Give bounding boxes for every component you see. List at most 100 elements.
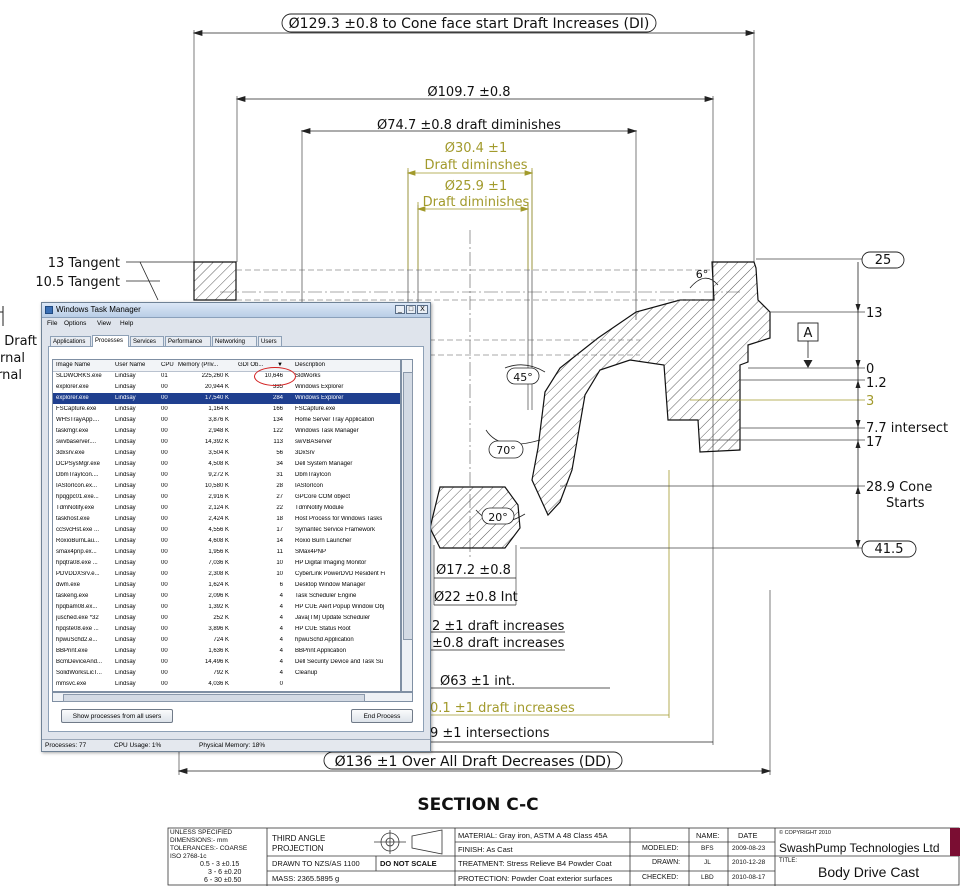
cell-image-name: hpqtra08.exe ... (56, 560, 98, 566)
column-image-name[interactable]: Image Name (56, 362, 91, 368)
status-bar: Processes: 77 CPU Usage: 1% Physical Mem… (42, 739, 430, 751)
menu-file[interactable]: File (47, 320, 58, 327)
column-gdi-objects[interactable]: GDI Ob... (238, 362, 264, 368)
menu-view[interactable]: View (97, 320, 111, 327)
column-cpu[interactable]: CPU (161, 362, 174, 368)
close-button[interactable]: X (417, 305, 428, 314)
cell-description: Dell Security Device and Task Su (295, 659, 384, 665)
column-description[interactable]: Description (295, 362, 326, 368)
cell-gdi-objects: 27 (276, 494, 283, 500)
cell-cpu: 00 (161, 637, 168, 643)
cell-description: swVBAServer (295, 439, 333, 445)
tab-processes[interactable]: Processes (92, 335, 129, 347)
tb-title: Body Drive Cast (818, 864, 920, 880)
show-all-processes-button[interactable]: Show processes from all users (61, 709, 173, 723)
cell-description: Host Process for Windows Tasks (295, 516, 383, 522)
cell-description: Roxio Burn Launcher (295, 538, 352, 544)
cell-gdi-objects: 31 (276, 472, 283, 478)
vertical-scrollbar[interactable] (401, 359, 413, 692)
cell-image-name: hpwuSchd2.e... (56, 637, 98, 643)
cell-user-name: Lindsay (115, 571, 136, 577)
cell-user-name: Lindsay (115, 505, 136, 511)
title-block-grid (167, 827, 960, 886)
end-process-button[interactable]: End Process (351, 709, 413, 723)
cell-gdi-objects: 4 (279, 593, 283, 599)
cell-cpu: 00 (161, 615, 168, 621)
tab-applications[interactable]: Applications (50, 336, 91, 346)
cell-image-name: FSCapture.exe (56, 406, 97, 412)
cell-user-name: Lindsay (115, 417, 136, 423)
tb-drawn-name: JL (704, 859, 711, 866)
cell-gdi-objects: 122 (272, 428, 283, 434)
cell-image-name: 3dxsrv.exe (56, 450, 85, 456)
cell-image-name: IAStorIcon.ex... (56, 483, 98, 489)
cell-cpu: 00 (161, 571, 168, 577)
cell-user-name: Lindsay (115, 549, 136, 555)
cell-user-name: Lindsay (115, 395, 136, 401)
process-list[interactable]: Image Name User Name CPU Memory (Priv...… (52, 359, 401, 692)
title-bar[interactable]: Windows Task Manager _ □ X (42, 303, 430, 318)
column-memory[interactable]: Memory (Priv... (178, 362, 219, 368)
cell-gdi-objects: 4 (279, 670, 283, 676)
dim-partial-c: 0.1 ±1 draft increases (430, 701, 575, 716)
maximize-button[interactable]: □ (406, 305, 416, 314)
right-dim-0: 0 (866, 362, 874, 377)
horizontal-scrollbar[interactable] (52, 692, 413, 702)
tab-performance[interactable]: Performance (165, 336, 211, 346)
dim-30: Ø30.4 ±1 (445, 141, 507, 156)
task-manager-window[interactable]: Windows Task Manager _ □ X File Options … (41, 302, 431, 752)
menu-options[interactable]: Options (64, 320, 87, 327)
minimize-button[interactable]: _ (395, 305, 405, 314)
foot-section (429, 486, 521, 549)
cell-memory: 1,636 K (208, 648, 229, 654)
column-user-name[interactable]: User Name (115, 362, 146, 368)
tb-finish: FINISH: As Cast (458, 845, 513, 854)
tab-users[interactable]: Users (258, 336, 282, 346)
dim-129: Ø129.3 ±0.8 to Cone face start Draft Inc… (289, 16, 650, 32)
cell-description: 3DxSrv (295, 450, 315, 456)
cell-gdi-objects: 10 (276, 571, 283, 577)
status-memory: Physical Memory: 18% (199, 742, 266, 749)
label-rnal: rnal (0, 368, 22, 383)
cell-image-name: RoxioBurnLau... (56, 538, 100, 544)
menu-help[interactable]: Help (120, 320, 134, 327)
tab-networking[interactable]: Networking (212, 336, 257, 346)
horizontal-scroll-thumb[interactable] (63, 694, 365, 702)
vertical-scroll-thumb[interactable] (403, 372, 413, 640)
status-processes: Processes: 77 (45, 742, 87, 749)
cell-image-name: hpqste08.exe ... (56, 626, 99, 632)
cell-gdi-objects: 166 (272, 406, 283, 412)
tb-drawn: DRAWN: (652, 859, 681, 866)
tab-services[interactable]: Services (130, 336, 164, 346)
